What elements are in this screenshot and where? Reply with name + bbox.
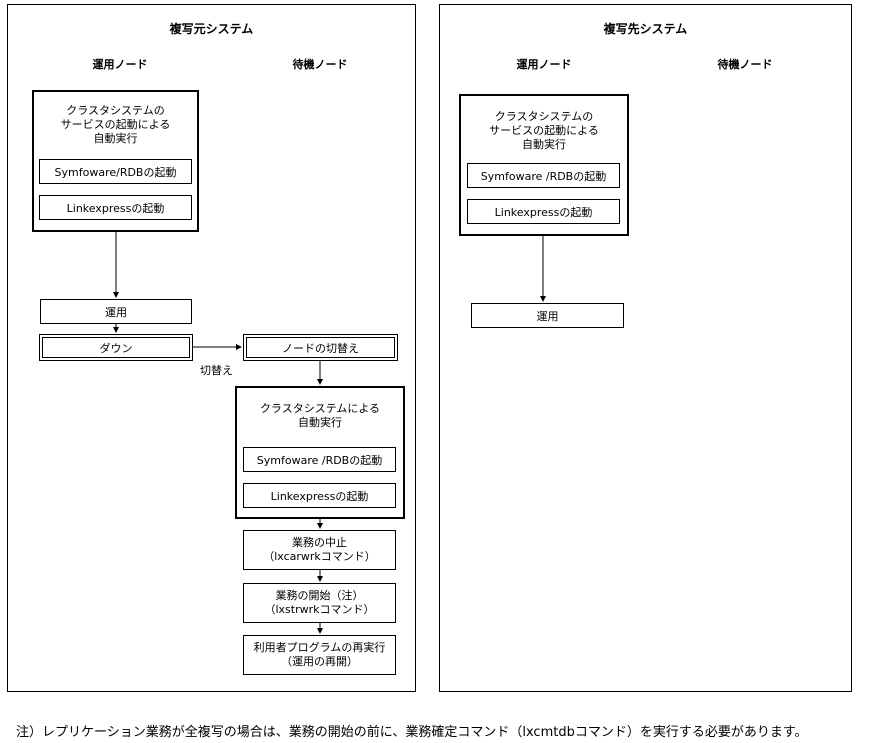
standby-start-linkexpress-box: Linkexpressの起動 [243, 483, 396, 508]
stop-job-box: 業務の中止 （lxcarwrkコマンド） [243, 530, 396, 570]
source-start-rdb-box: Symfoware/RDBの起動 [39, 159, 192, 184]
source-down-box: ダウン [39, 334, 193, 361]
source-startup-group-label: クラスタシステムの サービスの起動による 自動実行 [60, 104, 171, 145]
rerun-program-box: 利用者プログラムの再実行 （運用の再開） [243, 635, 396, 675]
source-active-node-header: 運用ノード [92, 58, 148, 71]
target-operation-box: 運用 [471, 303, 624, 328]
source-standby-node-header: 待機ノード [292, 58, 348, 71]
target-system-title: 複写先システム [603, 22, 688, 36]
node-switch-box: ノードの切替え [243, 334, 398, 361]
footnote: 注）レプリケーション業務が全複写の場合は、業務の開始の前に、業務確定コマンド（l… [16, 725, 808, 740]
source-start-linkexpress-box: Linkexpressの起動 [39, 195, 192, 220]
target-start-linkexpress-box: Linkexpressの起動 [467, 199, 620, 224]
switch-label: 切替え [200, 364, 233, 377]
target-start-rdb-box: Symfoware /RDBの起動 [467, 163, 620, 188]
standby-auto-group-label: クラスタシステムによる 自動実行 [259, 402, 381, 429]
source-system-title: 複写元システム [169, 22, 254, 36]
target-standby-node-header: 待機ノード [717, 58, 773, 71]
source-operation-box: 運用 [40, 299, 192, 324]
start-job-box: 業務の開始（注） （lxstrwrkコマンド） [243, 583, 396, 623]
target-startup-group-label: クラスタシステムの サービスの起動による 自動実行 [489, 110, 599, 151]
standby-start-rdb-box: Symfoware /RDBの起動 [243, 447, 396, 472]
target-active-node-header: 運用ノード [516, 58, 572, 71]
